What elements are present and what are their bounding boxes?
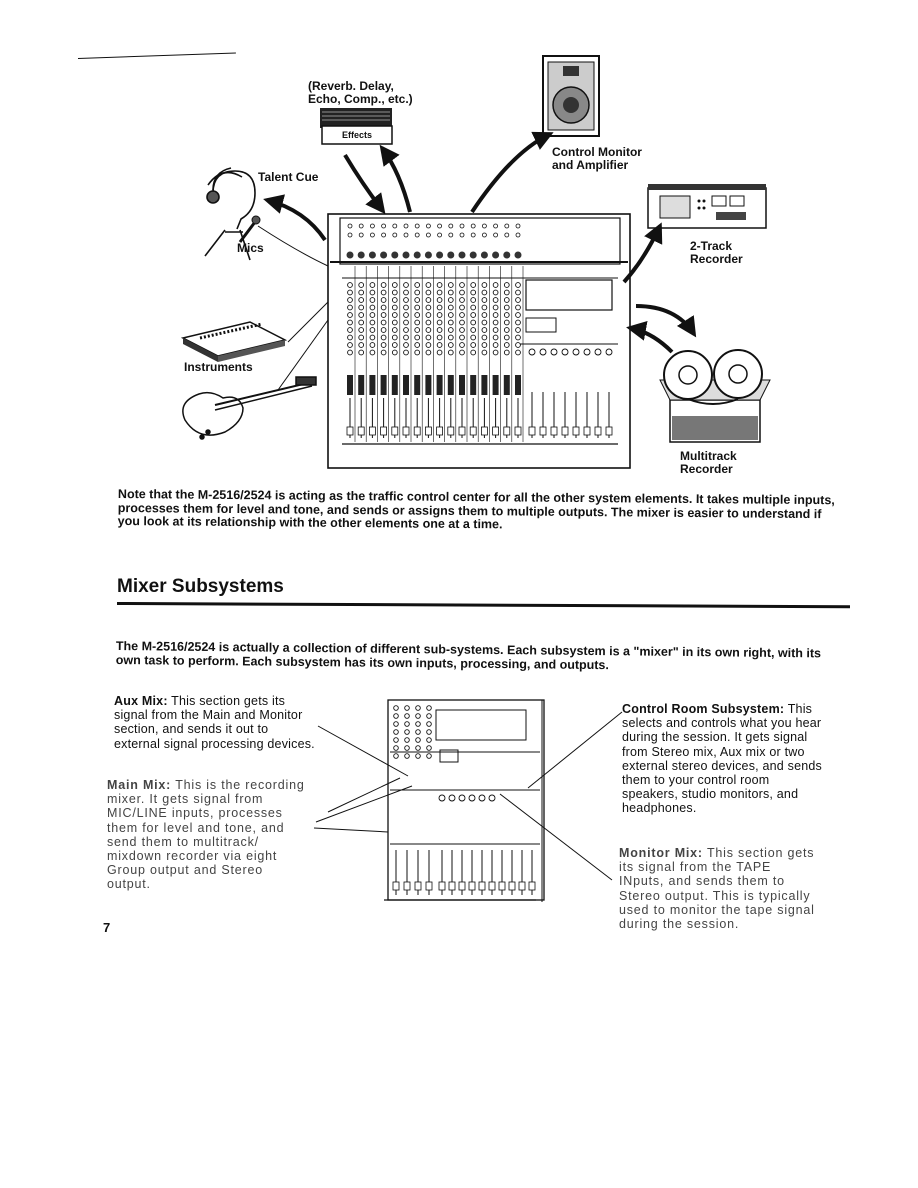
intro-paragraph: Note that the M-2516/2524 is acting as t… [117,487,835,532]
section-paragraph: The M-2516/2524 is actually a collection… [115,639,822,672]
page-number: 7 [103,920,111,935]
two-track-recorder-icon [647,184,767,229]
control-room-text: This selects and controls what you hear … [622,702,822,816]
mics-label: Mics [237,241,264,255]
talent-cue-label: Talent Cue [258,170,319,184]
connection-lines [257,225,329,391]
system-diagram [180,55,771,469]
talent-cue-person-icon [204,167,256,261]
effects-box-label: Effects [341,130,372,140]
control-monitor-label: Control Monitor and Amplifier [552,145,642,172]
callout-lines [313,711,623,881]
effects-caption: (Reverb. Delay, Echo, Comp., etc.) [308,79,413,106]
effects-unit-icon [320,108,393,145]
aux-mix-block: Aux Mix: This section gets its signal fr… [114,694,318,751]
microphone-icon [238,215,261,243]
section-title: Mixer Subsystems [117,576,284,597]
signal-arrows [263,131,697,354]
two-track-label: 2-Track Recorder [690,239,743,266]
control-room-title: Control Room Subsystem: [622,702,785,716]
multitrack-recorder-icon [659,349,771,443]
monitor-mix-title: Monitor Mix: [619,846,703,860]
mixer-channel-strips [346,223,613,442]
mixer-detail-drawing [313,699,623,902]
multitrack-label: Multitrack Recorder [680,449,737,476]
monitor-mix-block: Monitor Mix: This section gets its signa… [619,846,819,931]
keyboard-instrument-icon [180,321,288,362]
aux-mix-text: This section gets its signal from the Ma… [114,694,315,751]
guitar-instrument-icon [182,376,317,440]
section-rule [116,602,850,609]
instruments-label: Instruments [184,360,253,374]
mixer-console-drawing [327,213,631,469]
aux-mix-title: Aux Mix: [114,694,168,708]
control-room-block: Control Room Subsystem: This selects and… [622,702,825,816]
main-mix-block: Main Mix: This is the recording mixer. I… [107,778,311,892]
control-monitor-speaker-icon [542,55,600,137]
main-mix-text: This is the recording mixer. It gets sig… [107,778,305,892]
main-mix-title: Main Mix: [107,778,172,792]
monitor-mix-text: This section gets its signal from the TA… [619,846,815,932]
